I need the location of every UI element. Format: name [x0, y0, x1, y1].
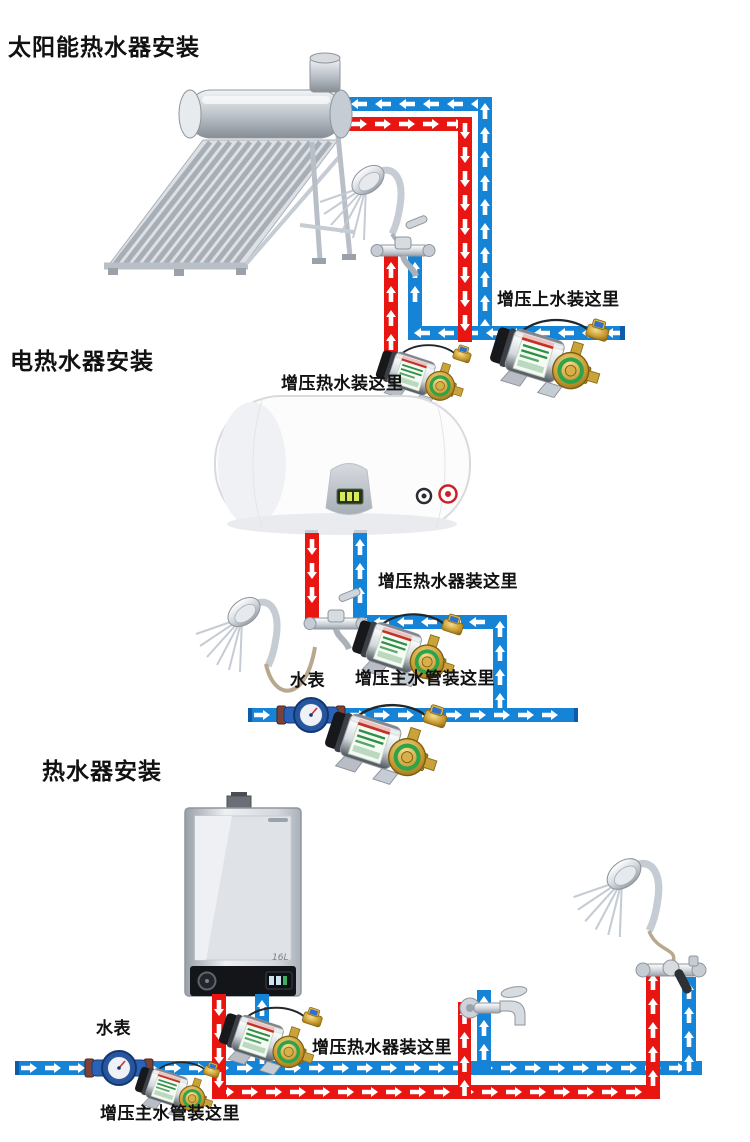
- solar-section-title: 太阳能热水器安装: [8, 35, 200, 61]
- electric-heater-pump-label: 增压热水器装这里: [378, 572, 518, 592]
- gas-shower-head: [574, 852, 676, 963]
- solar-shower-mixer: [371, 215, 435, 276]
- electric-water-meter-label: 水表: [290, 671, 325, 691]
- gas-heater-pump-label: 增压热水器装这里: [312, 1038, 452, 1058]
- solar-water-heater: [104, 52, 356, 276]
- electric-main-pump-label: 增压主水管装这里: [355, 669, 495, 689]
- gas-section-pipes: [15, 968, 702, 1099]
- solar-inlet-pump-label: 增压上水装这里: [497, 290, 620, 310]
- pipe-end-cap: [620, 326, 625, 340]
- gas-main-pump-label: 增压主水管装这里: [100, 1104, 240, 1124]
- flow-arrows: [307, 539, 317, 603]
- electric-section-pipes: [248, 533, 578, 722]
- electric-shower-head: [196, 591, 317, 693]
- gas-section-title: 热水器安装: [42, 759, 162, 785]
- heater-brand-mark: [268, 818, 288, 822]
- flow-arrows: [495, 621, 505, 709]
- shower-hose: [647, 930, 676, 963]
- flow-arrows: [648, 974, 658, 1086]
- solar-shower-head: [320, 159, 401, 248]
- cold-pipe: [345, 97, 492, 111]
- cold-pipe: [682, 977, 696, 1075]
- hot-pipe: [458, 1002, 471, 1099]
- flow-arrows: [460, 123, 470, 331]
- electric-water-heater: [214, 395, 471, 538]
- flow-arrows: [480, 103, 490, 335]
- solar-hot-pump-label: 增压热水装这里: [281, 374, 404, 394]
- gas-heater-capacity-text: 16L: [272, 953, 289, 963]
- electric-main-booster-pump: [319, 676, 453, 796]
- pipe-end-cap: [574, 708, 578, 722]
- gas-water-heater: [184, 792, 302, 997]
- pipe-end-cap: [15, 1061, 19, 1075]
- shower-hose: [264, 646, 317, 693]
- solar-tank: [178, 52, 353, 139]
- electric-section-title: 电热水器安装: [10, 349, 154, 375]
- solar-section-pipes: [345, 97, 625, 372]
- gas-water-meter-label: 水表: [96, 1019, 131, 1039]
- pipe-end-cap: [248, 708, 252, 722]
- flow-arrows: [386, 262, 396, 350]
- solar-inlet-booster-pump: [484, 293, 615, 409]
- cold-pipe: [493, 615, 507, 722]
